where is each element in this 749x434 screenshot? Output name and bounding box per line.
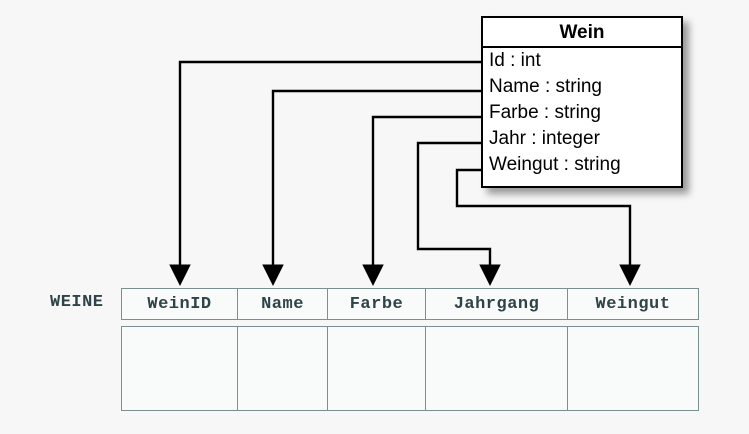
table-header-text: Jahrgang <box>453 294 540 314</box>
uml-attribute: Id : int <box>489 50 541 71</box>
table-cell[interactable] <box>238 327 328 410</box>
mapping-line-name-name <box>262 89 481 286</box>
mapping-line-id-weinid <box>169 60 481 286</box>
table-cell[interactable] <box>426 327 568 410</box>
table-header-text: Weingut <box>595 294 671 314</box>
table-cell[interactable] <box>568 327 698 410</box>
table-cell[interactable] <box>328 327 426 410</box>
uml-class-box[interactable]: Wein Id : int Name : string Farbe : stri… <box>481 16 683 188</box>
table-header-cell[interactable]: Name <box>238 289 328 319</box>
table-header-text: Name <box>261 294 304 314</box>
uml-attribute: Farbe : string <box>489 102 601 123</box>
uml-attribute: Jahr : integer <box>489 128 600 149</box>
table-header-cell[interactable]: WeinID <box>122 289 238 319</box>
uml-attribute-list: Id : int Name : string Farbe : string Ja… <box>483 48 681 178</box>
uml-class-name: Wein <box>483 18 681 48</box>
table-header-cell[interactable]: Weingut <box>568 289 698 319</box>
mapping-line-weingut-weingut <box>455 168 641 286</box>
mapping-line-jahr-jahrgang <box>416 141 501 286</box>
table-row <box>121 326 699 411</box>
table-name-label: WEINE <box>50 293 104 312</box>
table-header-cell[interactable]: Farbe <box>328 289 426 319</box>
table-header-cell[interactable]: Jahrgang <box>426 289 568 319</box>
table-header-text: WeinID <box>147 294 212 314</box>
uml-attribute: Weingut : string <box>489 154 621 175</box>
mapping-line-farbe-farbe <box>362 115 481 286</box>
table-header-text: Farbe <box>349 294 404 314</box>
table-cell[interactable] <box>122 327 238 410</box>
table-header-row: WeinID Name Farbe Jahrgang Weingut <box>121 288 699 320</box>
uml-attribute: Name : string <box>489 76 602 97</box>
